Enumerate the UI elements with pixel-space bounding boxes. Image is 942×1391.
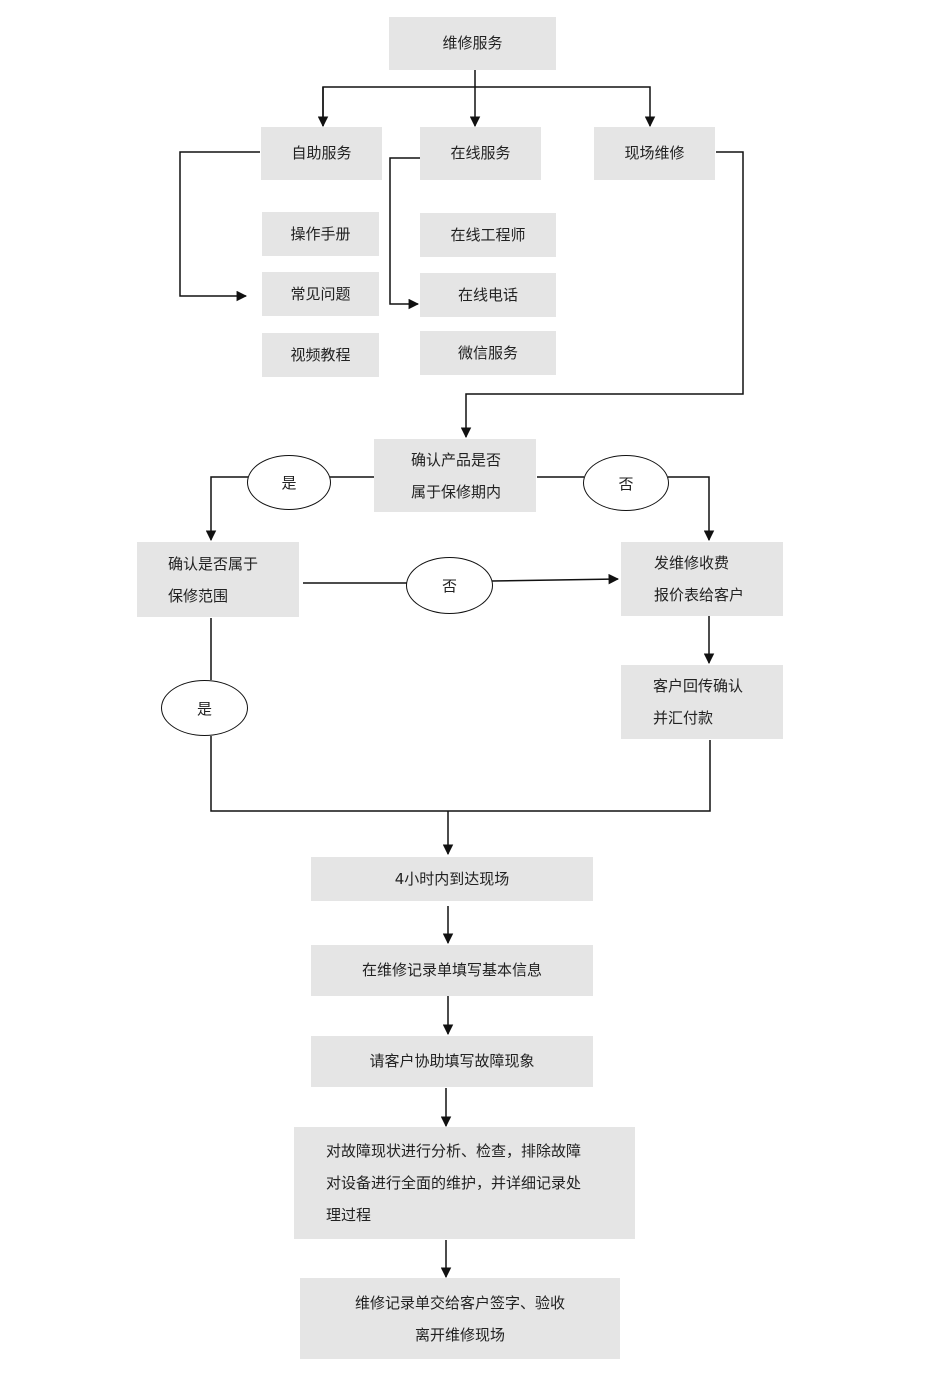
sign-off-line-2: 离开维修现场 <box>414 1325 505 1344</box>
period-no-label: 否 <box>583 455 669 511</box>
scope-no-label: 否 <box>406 557 493 614</box>
warranty-scope-line-1: 确认是否属于 <box>168 554 259 573</box>
warranty-period-line-2: 属于保修期内 <box>411 482 502 501</box>
warranty-period-node: 确认产品是否 属于保修期内 <box>374 439 536 512</box>
analyze-line-2: 对设备进行全面的维护，并详细记录处 <box>326 1174 582 1192</box>
customer-confirm-line-1: 客户回传确认 <box>653 677 744 695</box>
sign-off-line-1: 维修记录单交给客户签字、验收 <box>354 1293 565 1312</box>
online-item-wechat: 微信服务 <box>420 331 556 375</box>
self-service-item-manual: 操作手册 <box>262 212 379 256</box>
online-item-phone: 在线电话 <box>420 273 556 317</box>
sign-off-step: 维修记录单交给客户签字、验收 离开维修现场 <box>300 1278 620 1359</box>
onsite-repair-node: 现场维修 <box>594 127 715 180</box>
top-node: 维修服务 <box>389 17 556 70</box>
warranty-scope-node: 确认是否属于 保修范围 <box>137 542 299 617</box>
arrive-onsite-step: 4小时内到达现场 <box>311 857 593 901</box>
period-yes-label: 是 <box>247 455 331 510</box>
online-service-node: 在线服务 <box>420 127 541 180</box>
analyze-step: 对故障现状进行分析、检查，排除故障 对设备进行全面的维护，并详细记录处 理过程 <box>294 1127 635 1239</box>
analyze-line-3: 理过程 <box>326 1206 372 1224</box>
customer-confirm-node: 客户回传确认 并汇付款 <box>621 665 783 739</box>
scope-yes-label: 是 <box>161 680 248 736</box>
warranty-period-line-1: 确认产品是否 <box>411 450 502 469</box>
record-info-step: 在维修记录单填写基本信息 <box>311 945 593 996</box>
quote-line-2: 报价表给客户 <box>654 586 745 604</box>
customer-confirm-line-2: 并汇付款 <box>653 709 714 727</box>
online-item-engineer: 在线工程师 <box>420 213 556 257</box>
analyze-line-1: 对故障现状进行分析、检查，排除故障 <box>326 1142 582 1160</box>
quote-line-1: 发维修收费 <box>654 554 730 572</box>
self-service-item-video: 视频教程 <box>262 333 379 377</box>
fill-fault-step: 请客户协助填写故障现象 <box>311 1036 593 1087</box>
quote-node: 发维修收费 报价表给客户 <box>621 542 783 616</box>
self-service-node: 自助服务 <box>261 127 382 180</box>
warranty-scope-line-2: 保修范围 <box>168 586 229 605</box>
self-service-item-faq: 常见问题 <box>262 272 379 316</box>
